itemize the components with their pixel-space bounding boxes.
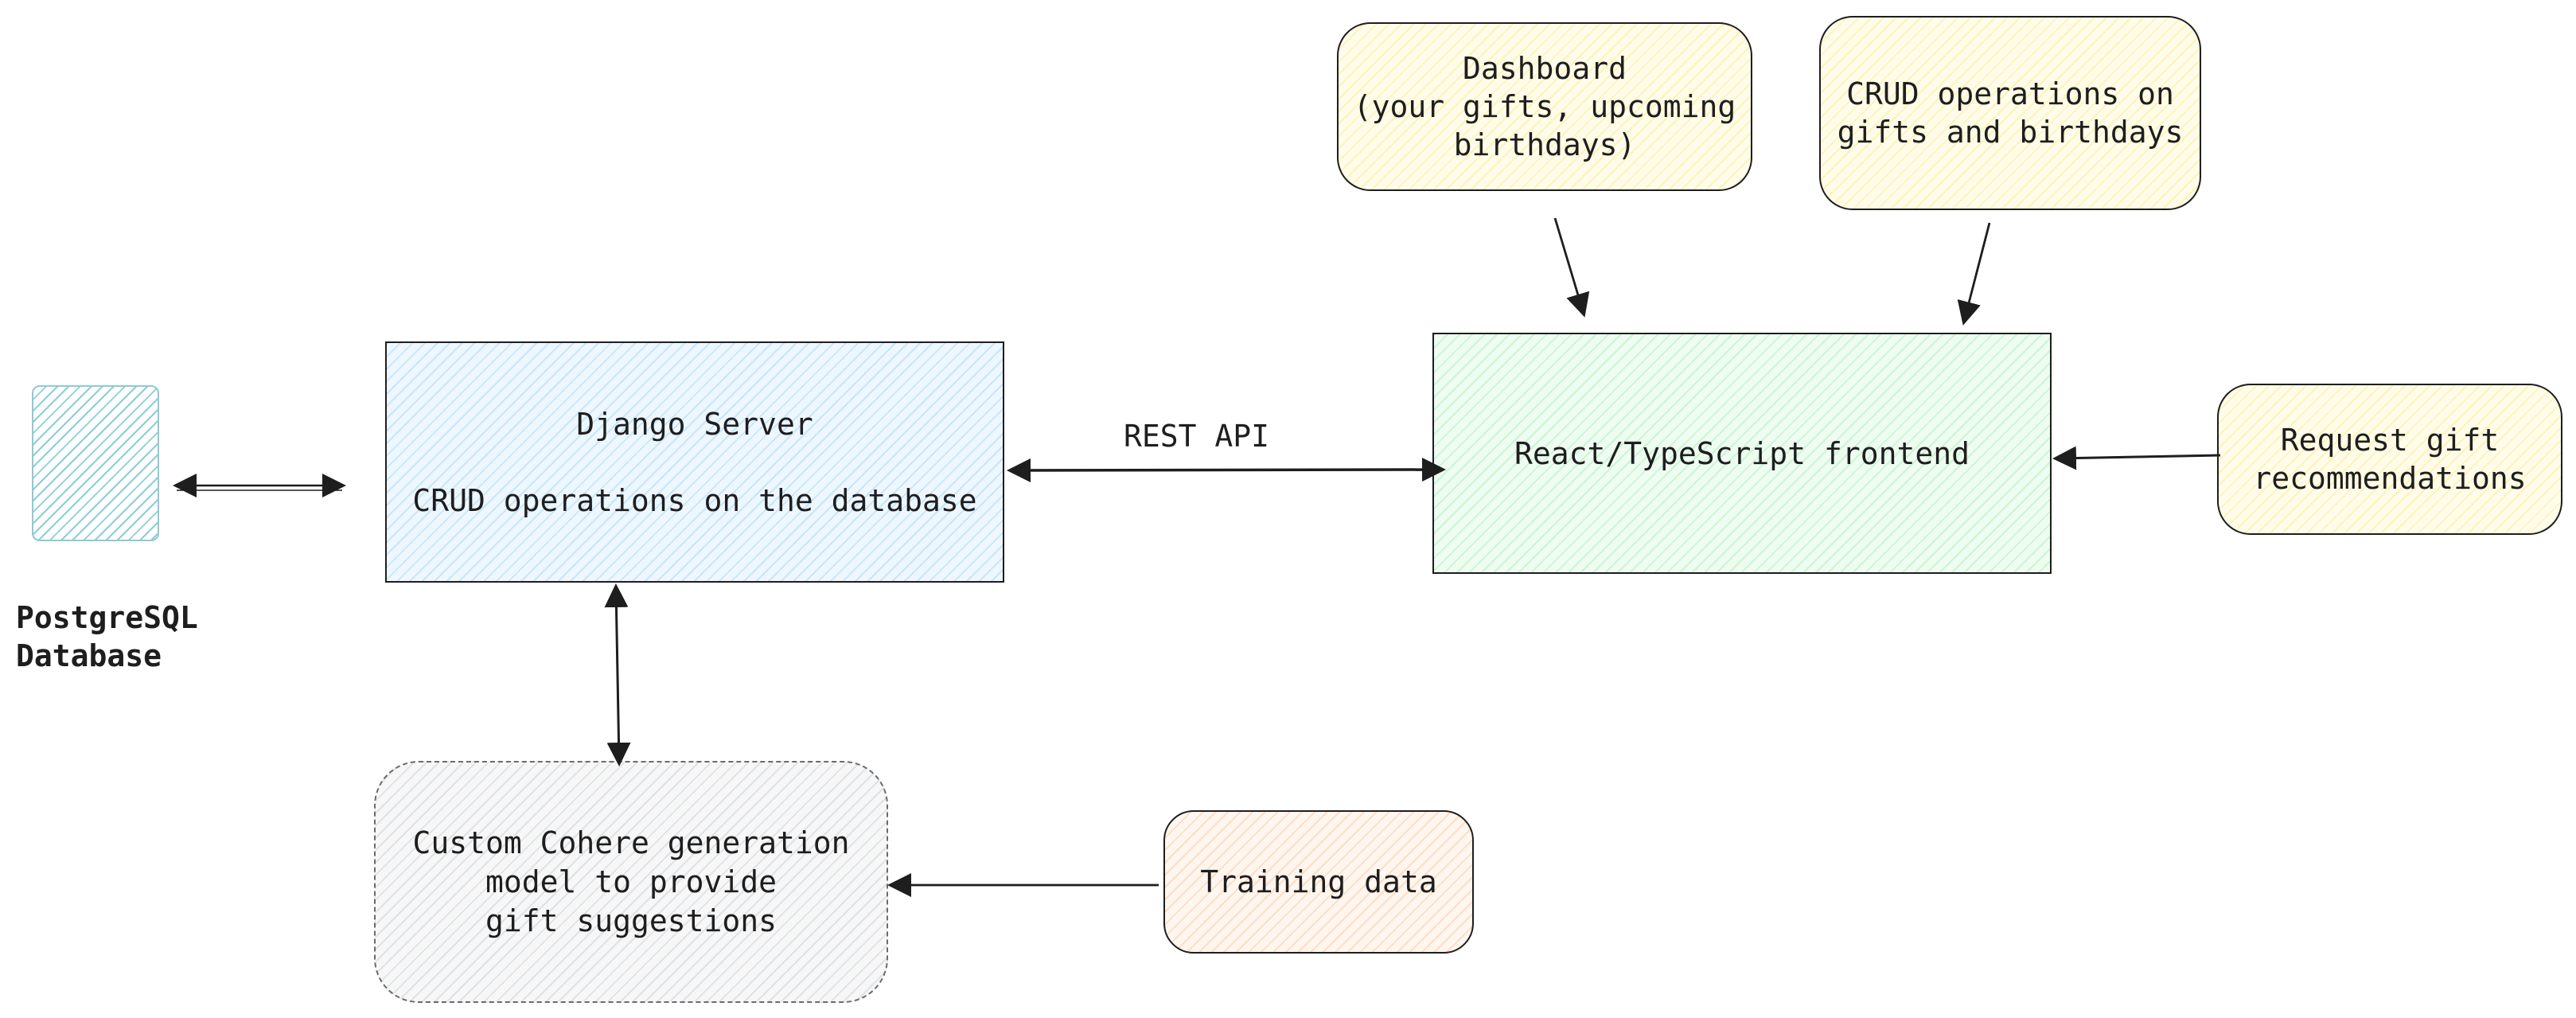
cohere-model-box: Custom Cohere generation model to provid…: [374, 761, 888, 1003]
crud-frontend-arrow: [1957, 222, 1991, 326]
database-cylinder: [32, 385, 159, 541]
dashboard-frontend-arrow: [1553, 217, 1590, 318]
request-frontend-arrow: [2052, 446, 2221, 470]
database-django-arrow: [173, 474, 346, 497]
training-data-box: Training data: [1163, 810, 1474, 954]
frontend-label: React/TypeScript frontend: [1514, 435, 1970, 471]
crud-frontend-note: CRUD operations on gifts and birthdays: [1819, 16, 2201, 210]
frontend-box: React/TypeScript frontend: [1432, 333, 2052, 574]
django-server-title: Django Server: [576, 406, 813, 442]
dashboard-label: Dashboard (your gifts, upcoming birthday…: [1353, 51, 1736, 162]
django-server-subtitle: CRUD operations on the database: [412, 482, 977, 518]
request-recommendations-label: Request gift recommendations: [2253, 423, 2527, 496]
crud-frontend-label: CRUD operations on gifts and birthdays: [1837, 76, 2184, 150]
django-server-box: Django Server CRUD operations on the dat…: [385, 341, 1004, 583]
request-recommendations-note: Request gift recommendations: [2217, 384, 2562, 535]
training-data-label: Training data: [1200, 864, 1437, 899]
dashboard-note: Dashboard (your gifts, upcoming birthday…: [1337, 22, 1752, 191]
rest-api-label: REST API: [1124, 419, 1270, 454]
django-cohere-arrow: [604, 583, 631, 766]
cohere-model-label: Custom Cohere generation model to provid…: [412, 825, 850, 938]
database-label: PostgreSQL Database: [16, 600, 198, 673]
